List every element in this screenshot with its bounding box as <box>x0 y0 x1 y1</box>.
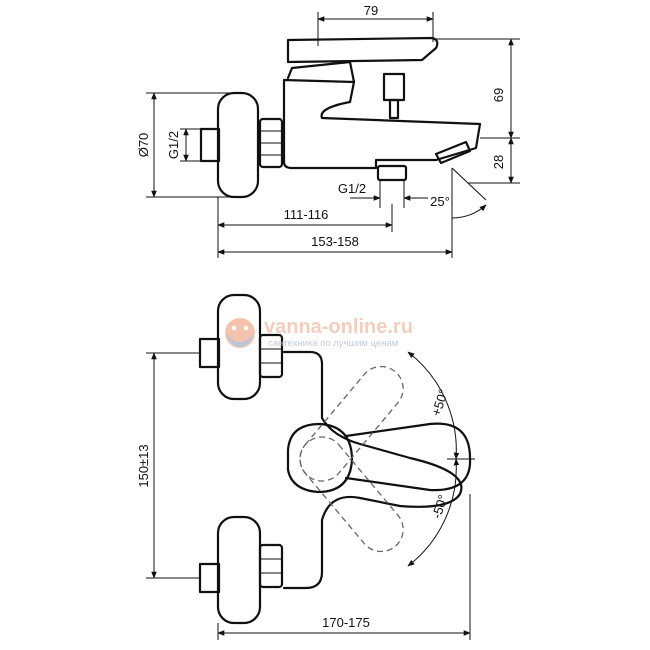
dim-angle-minus: -50° <box>429 493 451 520</box>
dim-height-28: 28 <box>491 155 506 169</box>
dim-centers: 150±13 <box>136 444 151 487</box>
wall-rosette <box>216 91 260 199</box>
lower-rosette <box>216 515 262 625</box>
diverter-stem <box>388 98 400 120</box>
mixer-body <box>282 78 482 170</box>
handle-disc <box>286 422 354 494</box>
dim-depth-short: 111-116 <box>284 207 329 222</box>
diverter-knob <box>382 72 406 102</box>
dim-diameter: Ø70 <box>136 133 151 158</box>
dim-angle-plus: +50° <box>428 387 451 418</box>
mixer-body-top <box>282 350 463 590</box>
dim-depth-long: 153-158 <box>311 234 359 249</box>
handle-lever <box>286 36 439 64</box>
watermark-brand: vanna-online.ru <box>264 316 413 338</box>
upper-inlet <box>198 337 221 369</box>
lever-rotation-ghosts <box>299 365 404 553</box>
top-view: +50° -50° 150±13 170-175 <box>136 293 475 640</box>
watermark-tagline: сантехника по лучшим ценам <box>268 338 398 349</box>
handle-cartridge <box>286 60 356 84</box>
dim-angle-spout: 25° <box>430 194 450 209</box>
shower-outlet <box>376 164 408 182</box>
side-view: 79 69 28 Ø70 G1/2 G1/2 25° 111- <box>136 3 520 258</box>
lower-inlet <box>198 562 221 594</box>
lower-nut <box>258 543 284 589</box>
dim-top-width: 79 <box>364 3 378 18</box>
inlet-thread <box>199 127 221 163</box>
dim-thread-bottom: G1/2 <box>338 181 366 196</box>
upper-nut <box>258 333 284 379</box>
dim-height-69: 69 <box>491 88 506 102</box>
aerator <box>434 140 472 165</box>
dim-overall-width: 170-175 <box>322 615 370 630</box>
watermark: vanna-online.ru сантехника по лучшим цен… <box>225 316 413 349</box>
dim-thread-left: G1/2 <box>166 131 181 159</box>
